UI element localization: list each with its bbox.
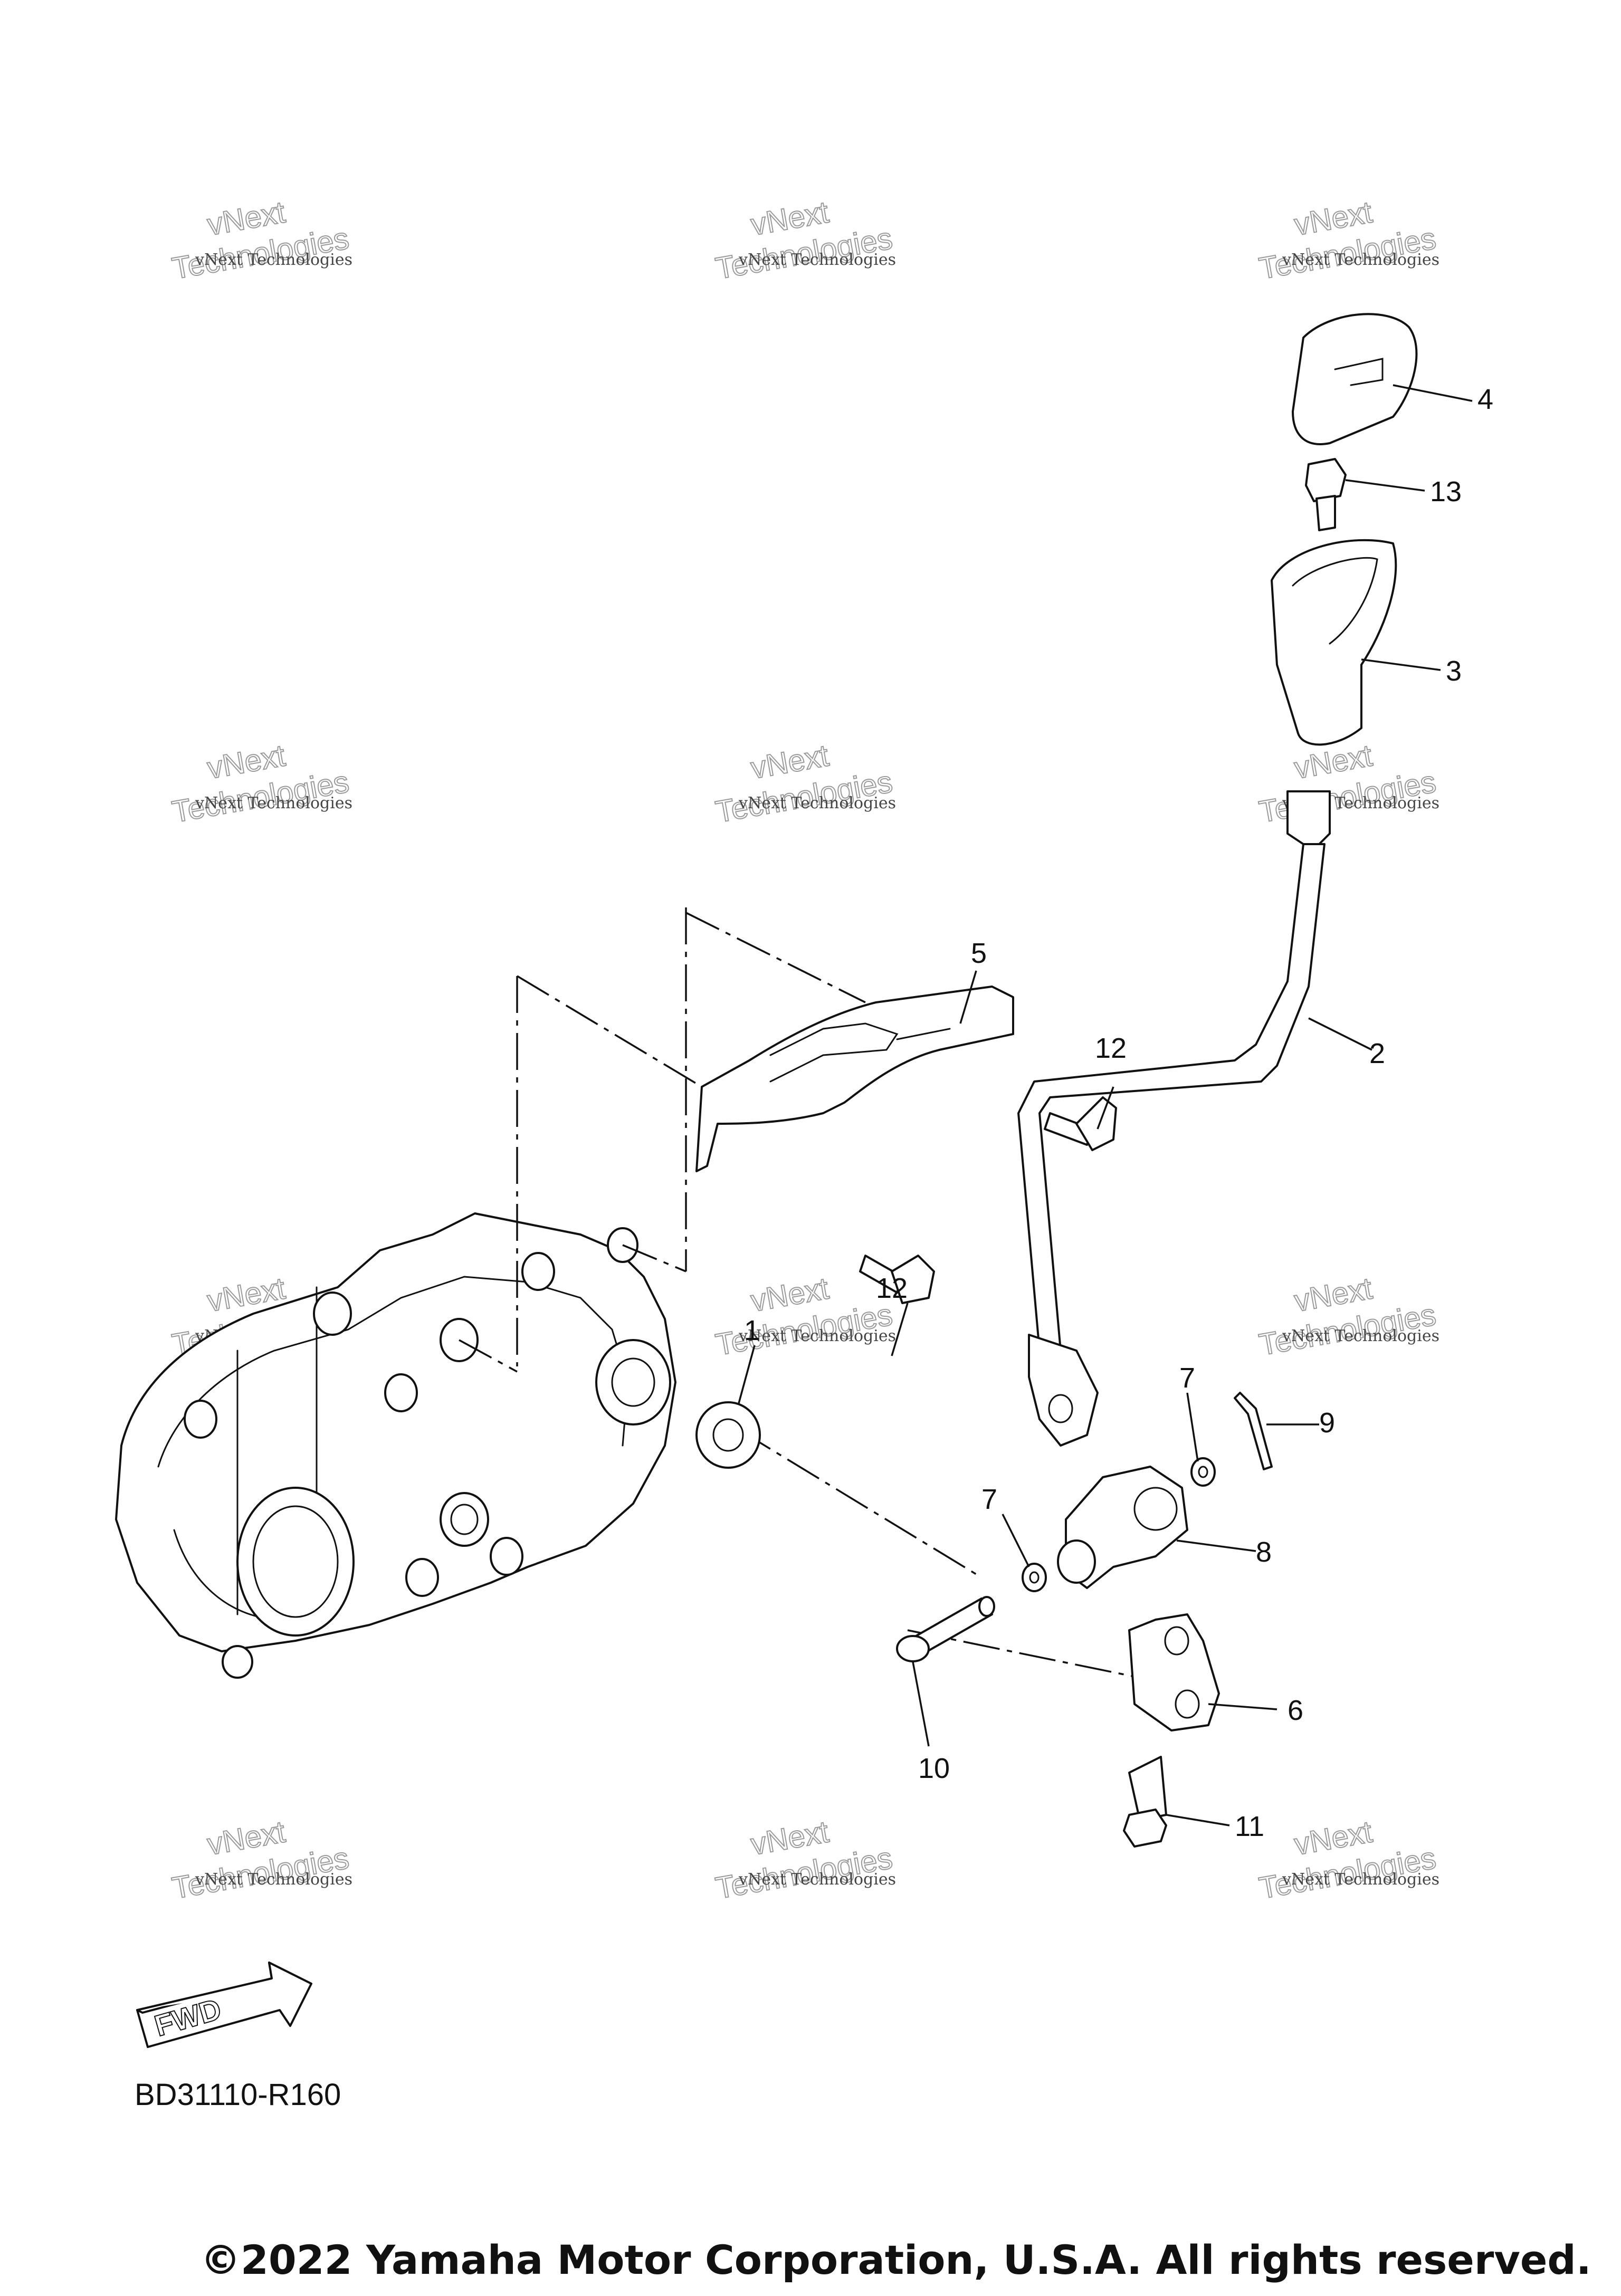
svg-text:vNext Technologies: vNext Technologies (738, 251, 896, 269)
bracket-part-8 (1057, 1466, 1188, 1589)
callout-11: 11 (1235, 1811, 1264, 1842)
callout-10: 10 (918, 1753, 950, 1784)
watermark: Technologies vNext vNext Technologies (1256, 1270, 1439, 1363)
washer-part-7 (1190, 1457, 1216, 1487)
fwd-arrow-icon: FWD (136, 1962, 312, 2048)
callout-8: 8 (1256, 1536, 1272, 1568)
svg-text:vNext Technologies: vNext Technologies (1282, 1870, 1439, 1889)
svg-text:vNext Technologies: vNext Technologies (195, 794, 352, 812)
arm-part-6 (1128, 1613, 1220, 1731)
watermark: Technologies vNext vNext Technologies (712, 738, 896, 830)
callout-9: 9 (1319, 1407, 1335, 1439)
callout-13: 13 (1430, 476, 1462, 508)
svg-text:vNext Technologies: vNext Technologies (1282, 251, 1439, 269)
bolt-part-11 (1123, 1756, 1167, 1848)
copyright-notice: ©2022 Yamaha Motor Corporation, U.S.A. A… (201, 2236, 1591, 2283)
leader-lines (738, 384, 1473, 1826)
watermark: Technologies vNext vNext Technologies (169, 194, 352, 286)
bolt-part-13 (1305, 458, 1347, 531)
drawing-code: BD31110-R160 (135, 2078, 341, 2112)
svg-text:vNext Technologies: vNext Technologies (738, 1327, 896, 1345)
callout-3: 3 (1446, 655, 1462, 687)
callout-6: 6 (1288, 1695, 1303, 1726)
shift-lever-part-2 (1017, 790, 1331, 1447)
watermark: Technologies vNext vNext Technologies (1256, 1814, 1439, 1906)
callout-4: 4 (1477, 384, 1493, 415)
watermark: Technologies vNext vNext Technologies (712, 194, 896, 286)
svg-text:vNext Technologies: vNext Technologies (738, 1870, 896, 1889)
bolt-part-12 (1044, 1096, 1117, 1151)
washer-part-7 (1022, 1563, 1047, 1592)
watermark: Technologies vNext vNext Technologies (169, 1814, 352, 1906)
assembly-lines (459, 907, 1140, 1679)
collar-part-1 (695, 1401, 761, 1469)
engine-cover-drawing (115, 1212, 676, 1679)
knob-part-4 (1292, 313, 1418, 445)
cotter-pin-part-9 (1234, 1392, 1273, 1470)
callout-5: 5 (971, 937, 987, 969)
boot-part-3 (1271, 539, 1397, 746)
bolt-part-12 (859, 1255, 935, 1304)
pin-part-10 (896, 1596, 995, 1662)
watermark: Technologies vNext vNext Technologies (1256, 194, 1439, 286)
callout-12: 12 (1095, 1032, 1127, 1064)
callout-2: 2 (1369, 1038, 1385, 1069)
svg-text:vNext Technologies: vNext Technologies (738, 794, 896, 812)
svg-text:vNext Technologies: vNext Technologies (195, 1870, 352, 1889)
callout-1: 1 (744, 1315, 760, 1346)
callout-12: 12 (876, 1273, 908, 1304)
callout-7: 7 (1179, 1362, 1195, 1394)
watermark: Technologies vNext vNext Technologies (712, 1814, 896, 1906)
watermark: Technologies vNext vNext Technologies (1256, 738, 1439, 830)
watermark: Technologies vNext vNext Technologies (169, 738, 352, 830)
svg-text:vNext Technologies: vNext Technologies (195, 251, 352, 269)
svg-text:vNext Technologies: vNext Technologies (1282, 1327, 1439, 1345)
callout-7: 7 (981, 1484, 997, 1515)
callouts: 1 2 3 4 5 6 7 7 8 9 10 11 12 12 13 (744, 384, 1493, 1842)
shift-guide-part-5 (695, 986, 1014, 1172)
